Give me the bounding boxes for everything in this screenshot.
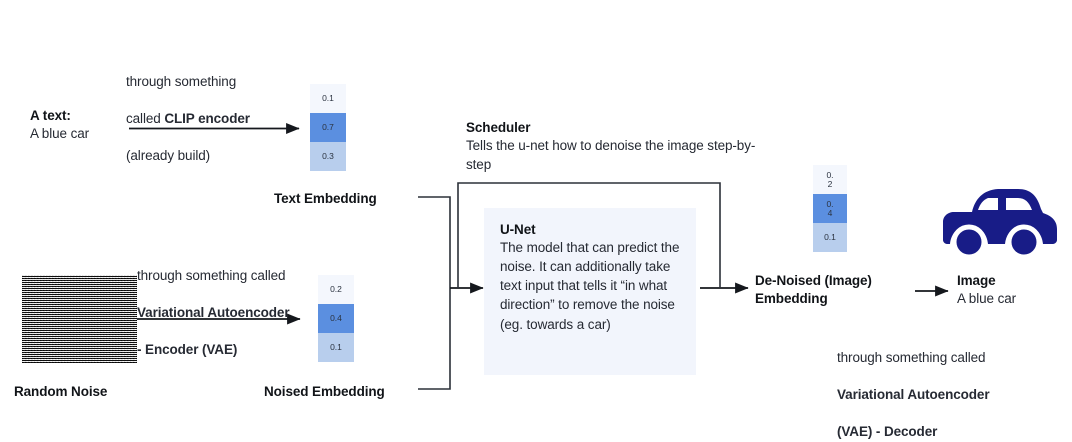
- output-image-label: Image: [957, 273, 996, 288]
- output-image-block: Image A blue car: [957, 272, 1016, 308]
- clip-note-line2-prefix: called: [126, 110, 165, 126]
- text-input-block: A text: A blue car: [30, 107, 89, 143]
- vae-decoder-line3: (VAE) - Decoder: [837, 424, 938, 440]
- unet-box: U-Net The model that can predict the noi…: [484, 208, 696, 375]
- vae-encoder-line2: Variational Autoencoder: [137, 304, 290, 320]
- vae-decoder-note: through something called Variational Aut…: [837, 330, 1057, 442]
- clip-note-line2-bold: CLIP encoder: [164, 110, 250, 126]
- text-input-value: A blue car: [30, 126, 90, 142]
- text-embedding-cell: 0.7: [310, 113, 346, 142]
- text-embedding-stack: 0.1 0.7 0.3: [310, 84, 346, 171]
- clip-encoder-note: through something called CLIP encoder (a…: [126, 54, 356, 166]
- output-image-caption: A blue car: [957, 291, 1017, 307]
- car-illustration: [942, 176, 1060, 265]
- text-embedding-cell: 0.3: [310, 142, 346, 171]
- vae-encoder-line1: through something called: [137, 267, 286, 283]
- vae-encoder-note: through something called Variational Aut…: [137, 248, 377, 360]
- noised-embedding-cell: 0.4: [318, 304, 354, 333]
- noised-embedding-label: Noised Embedding: [264, 384, 385, 399]
- random-noise-image: [22, 275, 137, 363]
- text-embedding-cell: 0.1: [310, 84, 346, 113]
- scheduler-body: Tells the u-net how to denoise the image…: [466, 138, 756, 173]
- scheduler-block: Scheduler Tells the u-net how to denoise…: [466, 119, 756, 175]
- denoised-embedding-cell: 0. 2: [813, 165, 847, 194]
- connector-noised-embedding-to-bus: [418, 288, 451, 390]
- text-embedding-label: Text Embedding: [274, 191, 377, 206]
- text-input-label: A text:: [30, 108, 71, 123]
- unet-title: U-Net: [500, 222, 536, 237]
- vae-decoder-line2: Variational Autoencoder: [837, 386, 990, 402]
- vae-encoder-line3: - Encoder (VAE): [137, 342, 238, 358]
- noised-embedding-stack: 0.2 0.4 0.1: [318, 275, 354, 362]
- scheduler-title: Scheduler: [466, 120, 531, 135]
- car-icon: [943, 189, 1057, 260]
- denoised-embedding-label: De-Noised (Image) Embedding: [755, 273, 872, 307]
- denoised-embedding-stack: 0. 2 0. 4 0.1: [813, 165, 847, 252]
- clip-note-line1: through something: [126, 73, 237, 89]
- clip-note-line3: (already build): [126, 148, 211, 164]
- unet-body: The model that can predict the noise. It…: [500, 240, 680, 332]
- connector-text-embedding-to-bus: [418, 196, 451, 288]
- denoised-embedding-cell: 0. 4: [813, 194, 847, 223]
- vae-decoder-line1: through something called: [837, 349, 986, 365]
- noised-embedding-cell: 0.1: [318, 333, 354, 362]
- random-noise-label: Random Noise: [14, 384, 108, 399]
- denoised-embedding-cell: 0.1: [813, 223, 847, 252]
- noised-embedding-cell: 0.2: [318, 275, 354, 304]
